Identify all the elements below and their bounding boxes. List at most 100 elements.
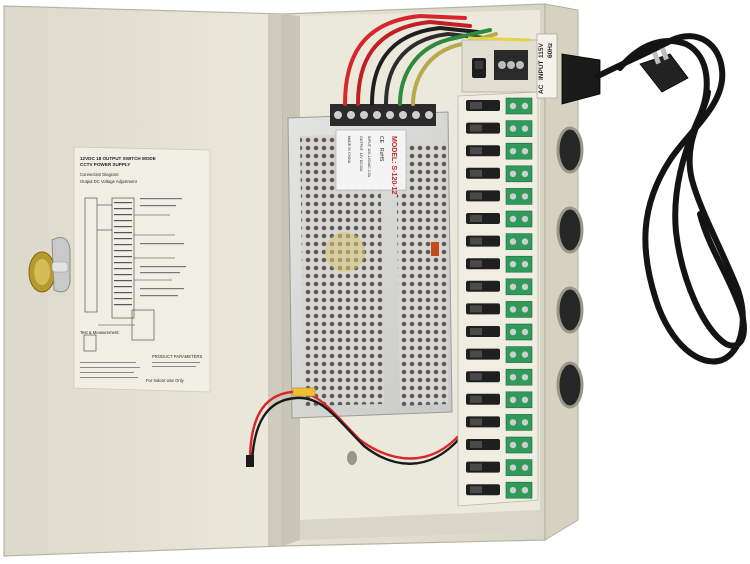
screw-terminal[interactable] — [505, 301, 533, 318]
screw-terminal[interactable] — [505, 346, 533, 363]
screw-terminal[interactable] — [505, 255, 533, 273]
screw-terminal[interactable] — [505, 97, 533, 115]
screw-terminal[interactable] — [505, 165, 533, 183]
psu-output: OUTPUT: 12V DC10A — [359, 136, 363, 172]
label-parameters-heading: PRODUCT PARAMETERS — [152, 354, 203, 359]
screw-terminal[interactable] — [505, 323, 533, 341]
terminal-screw — [521, 419, 529, 426]
terminal-screw — [521, 396, 529, 403]
psu-rohs: RoHS — [378, 148, 384, 162]
output-channel — [466, 233, 533, 250]
plug-head — [639, 47, 689, 93]
output-channel — [466, 323, 533, 341]
terminal-screw — [521, 283, 529, 290]
output-channel — [466, 459, 533, 476]
fuse-cap — [470, 373, 482, 381]
screw-terminal[interactable] — [505, 278, 533, 296]
output-channel — [466, 142, 533, 160]
ac-terminal-screws — [494, 50, 528, 80]
psu-origin: MADE IN CHINA — [347, 136, 351, 164]
fuse-cap — [470, 418, 482, 426]
psu-trim-pot[interactable] — [431, 242, 439, 256]
terminal-screw — [521, 148, 529, 155]
diagram-terminal-rows — [114, 202, 132, 306]
terminal-screw — [509, 419, 517, 426]
screw-terminal[interactable] — [505, 414, 533, 431]
terminal-screw — [509, 102, 517, 110]
terminal-screw — [509, 374, 517, 381]
fuse-cap — [470, 441, 482, 448]
mount-keyhole — [347, 451, 357, 465]
terminal-screw — [521, 261, 529, 268]
label-test-heading: Test & Measurement: — [80, 330, 120, 335]
screw-terminal[interactable] — [505, 142, 533, 160]
fuse-cap — [470, 237, 482, 245]
fuse-cap — [470, 215, 482, 222]
output-channel — [466, 188, 533, 205]
terminal-screw — [509, 487, 517, 494]
door-wire — [246, 387, 464, 467]
label-subtitle: CCTV POWER SUPPLY — [80, 162, 130, 167]
output-channel — [466, 210, 533, 228]
knockout-holes — [556, 126, 584, 409]
fuse-cap — [470, 486, 482, 494]
power-cord — [561, 33, 747, 365]
screw-terminal[interactable] — [505, 368, 533, 386]
terminal-screw — [509, 283, 517, 290]
label-fine-print — [80, 362, 200, 378]
diagram-callout-lines — [140, 198, 186, 297]
psu-ce: CE — [378, 136, 384, 144]
cam-lock[interactable] — [28, 237, 71, 293]
fuse-cap — [470, 463, 482, 471]
output-terminal-board — [457, 91, 539, 507]
terminal-screw — [509, 261, 517, 268]
terminal-screw — [521, 125, 529, 132]
terminal-screw — [509, 441, 517, 449]
label-adjust-heading: Output DC Voltage Adjustment — [80, 179, 138, 184]
psu-model: MODEL: S-120-12 — [390, 136, 397, 194]
label-connection-heading: Connection Diagram: — [80, 172, 119, 177]
fuse-cap — [470, 124, 482, 132]
terminal-screw — [509, 170, 517, 177]
output-channel — [466, 255, 533, 273]
label-title: 12VDC 18 OUTPUT SWITCH MODE — [80, 156, 156, 161]
psu-terminal-strip — [330, 104, 436, 126]
ac-label-line1: AC — [538, 84, 545, 94]
ac-label-line4: 60Hz — [547, 42, 554, 58]
terminal-screw — [509, 193, 517, 200]
terminal-screw — [509, 396, 517, 403]
output-channel — [466, 414, 533, 431]
screw-terminal[interactable] — [505, 233, 533, 250]
screw-terminal[interactable] — [505, 120, 533, 137]
terminal-screw — [521, 306, 529, 313]
psu-module: MODEL: S-120-12 CE RoHS INPUT: 100-120VA… — [287, 104, 453, 419]
terminal-screw — [509, 351, 517, 358]
output-channel — [466, 368, 533, 386]
psu-input: INPUT: 100-120VAC 2.5A — [367, 136, 371, 178]
output-channel — [466, 278, 533, 296]
screw-terminal[interactable] — [505, 188, 533, 205]
terminal-screw — [521, 215, 529, 223]
wiring-diagram — [83, 197, 175, 352]
terminal-screw — [521, 193, 529, 200]
terminal-screw — [521, 441, 529, 449]
terminal-screw — [509, 238, 517, 245]
screw-terminal[interactable] — [505, 391, 533, 409]
terminal-screw — [509, 328, 517, 336]
fuse-cap — [470, 282, 482, 290]
terminal-screw — [509, 306, 517, 313]
terminal-screw — [521, 351, 529, 358]
screw-terminal[interactable] — [505, 481, 533, 499]
screw-terminal[interactable] — [505, 210, 533, 228]
output-channel — [466, 346, 533, 363]
output-channel — [466, 481, 533, 499]
ac-label-line3: 115V — [538, 43, 545, 58]
terminal-screw — [521, 328, 529, 336]
terminal-screw — [509, 125, 517, 132]
output-channel — [466, 120, 533, 137]
fuse-cap — [470, 169, 482, 177]
screw-terminal[interactable] — [505, 459, 533, 476]
output-channel — [466, 165, 533, 183]
fuse-cap — [470, 102, 482, 109]
screw-terminal[interactable] — [505, 436, 533, 454]
